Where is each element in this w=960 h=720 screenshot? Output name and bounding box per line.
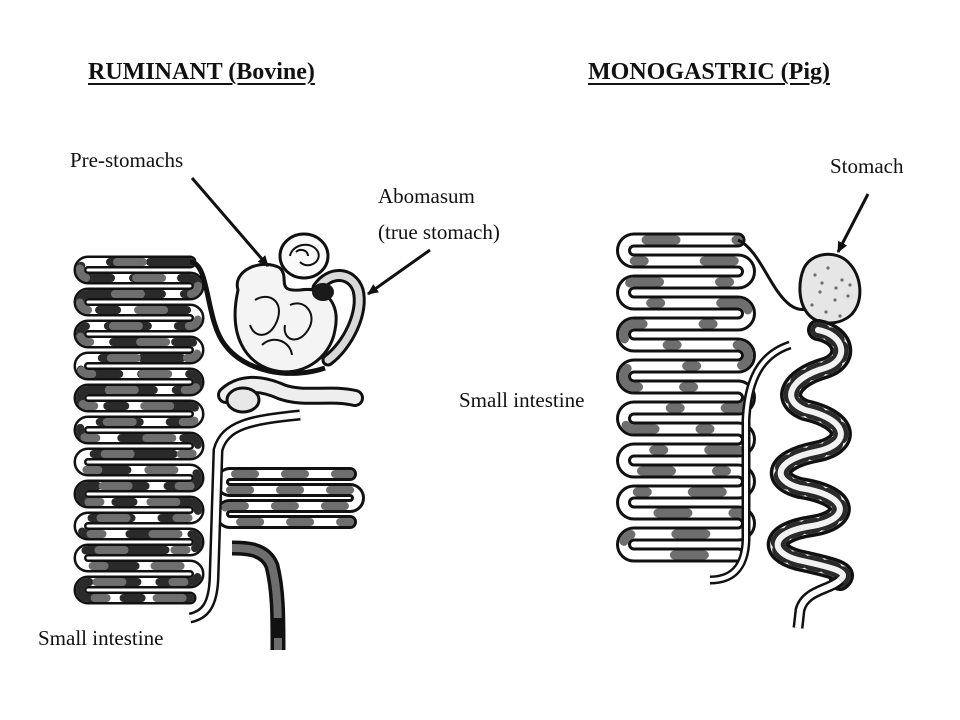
monogastric-diagram	[616, 232, 862, 629]
pre-stomachs-arrow	[190, 177, 270, 267]
ruminant-abomasum	[311, 269, 366, 367]
pig-stomach	[798, 252, 862, 325]
pig-small-intestine-label: Small intestine	[459, 388, 585, 412]
abomasum-label: Abomasum	[378, 184, 475, 208]
ruminant-pre-stomachs	[233, 232, 338, 374]
ruminant-large-intestine-coil	[73, 255, 205, 605]
ruminant-diagram	[73, 232, 366, 651]
abomasum-arrow	[367, 248, 431, 296]
stomach-label: Stomach	[830, 154, 904, 178]
ruminant-coil-to-stomach-tube	[189, 259, 326, 376]
monogastric-heading: MONOGASTRIC (Pig)	[588, 59, 830, 85]
pig-small-intestine	[766, 319, 854, 591]
stomach-arrow	[836, 193, 870, 253]
ruminant-small-intestine-coil	[215, 467, 365, 529]
abomasum-sublabel: (true stomach)	[378, 220, 500, 244]
ruminant-small-intestine-label: Small intestine	[38, 626, 164, 650]
pre-stomachs-label: Pre-stomachs	[70, 148, 184, 172]
pig-large-intestine-coil	[616, 232, 756, 563]
ruminant-heading: RUMINANT (Bovine)	[88, 59, 315, 85]
